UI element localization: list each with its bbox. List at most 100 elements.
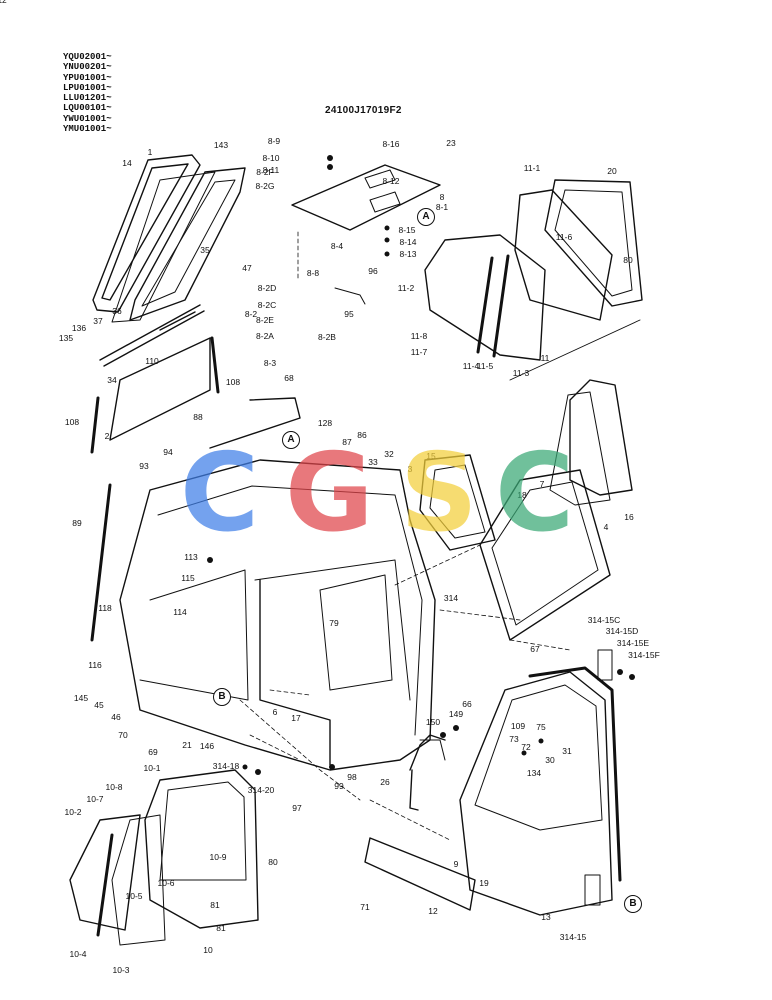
part-callout: 80	[623, 255, 633, 265]
part-callout: 9	[453, 859, 459, 869]
cab-pillar-89	[90, 483, 112, 642]
part-callout: 314-20	[247, 785, 275, 795]
part-callout: 34	[107, 375, 117, 385]
part-callout: 110	[145, 356, 159, 366]
part-callout: 8-8	[306, 268, 320, 278]
part-callout: 314-15F	[628, 650, 660, 660]
door-glass-15	[419, 454, 496, 551]
part-callout: 8-2G	[255, 181, 275, 191]
part-callout: 11-5	[476, 361, 494, 371]
roof-cover-plate-8	[291, 164, 441, 281]
part-callout: 13	[541, 912, 551, 922]
part-callout: 20	[607, 166, 617, 176]
part-callout: 93	[139, 461, 149, 471]
part-callout: 10	[203, 945, 213, 955]
part-callout: 4	[603, 522, 609, 532]
part-callout: 11-6	[555, 232, 573, 242]
weatherstrip-108-right	[210, 336, 220, 394]
applicable-serial-numbers: YQU02001~ YNU00201~ YPU01001~ LPU01001~ …	[63, 52, 112, 134]
part-callout: 1	[147, 147, 153, 157]
part-callout: 128	[317, 418, 333, 428]
sliding-window-glass-11-2	[424, 234, 546, 361]
rear-window-frame-10-7	[111, 814, 166, 946]
part-callout: 33	[368, 457, 378, 467]
part-callout: 67	[530, 644, 540, 654]
part-callout: 35	[200, 245, 210, 255]
handrail-68	[209, 397, 301, 449]
serial-number: YQU02001~	[63, 52, 112, 62]
part-callout: 98	[347, 772, 357, 782]
watermark-letter: G	[285, 431, 374, 556]
part-callout: 10-7	[86, 794, 104, 804]
serial-number: YMU01001~	[63, 124, 112, 135]
part-callout: 71	[360, 902, 370, 912]
part-callout: 8-9	[267, 136, 281, 146]
part-callout: 8-2A	[256, 331, 274, 341]
part-callout: 45	[94, 700, 104, 710]
part-callout: 8-2C	[257, 300, 277, 310]
reference-mark: B	[624, 895, 642, 913]
roof-window-frame-14	[92, 154, 201, 313]
window-rail-11-4	[476, 256, 494, 354]
part-callout: 10-5	[125, 891, 143, 901]
part-callout: 10-8	[105, 782, 123, 792]
window-group-bracket-11	[509, 319, 641, 381]
part-callout: 314-15E	[616, 638, 650, 648]
part-callout: 11-7	[410, 347, 428, 357]
serial-number: LLU01201~	[63, 93, 112, 104]
part-callout: 72	[521, 742, 531, 752]
part-callout: 314-15D	[605, 626, 639, 636]
part-callout: 10-9	[209, 852, 227, 862]
part-callout: 86	[357, 430, 367, 440]
part-callout: 47	[242, 263, 252, 273]
part-callout: 114	[173, 607, 187, 617]
part-callout: 112	[0, 0, 7, 5]
part-callout: 135	[58, 333, 74, 343]
part-callout: 8-11	[262, 165, 280, 175]
part-callout: 37	[93, 316, 103, 326]
part-callout: 11-1	[523, 163, 541, 173]
wiper-assembly-95	[334, 287, 366, 305]
part-callout: 116	[88, 660, 102, 670]
part-callout: 314-15C	[587, 615, 621, 625]
part-callout: 8-2	[244, 309, 258, 319]
part-callout: 97	[292, 803, 302, 813]
cab-frame-314	[119, 459, 436, 771]
part-callout: 3	[407, 464, 413, 474]
part-callout: 6	[272, 707, 278, 717]
part-callout: 8-15	[398, 225, 416, 235]
sliding-window-frame-20	[544, 179, 643, 307]
part-callout: 8-16	[382, 139, 400, 149]
part-callout: 108	[225, 377, 241, 387]
part-callout: 66	[462, 699, 472, 709]
part-callout: 99	[334, 781, 344, 791]
part-callout: 36	[112, 306, 122, 316]
part-callout: 10-4	[69, 949, 87, 959]
part-callout: 115	[181, 573, 195, 583]
part-callout: 8-2D	[257, 283, 277, 293]
part-callout: 8-3	[263, 358, 277, 368]
serial-number: YWU01001~	[63, 113, 112, 124]
part-callout: 80	[268, 857, 278, 867]
part-callout: 8-2E	[256, 315, 274, 325]
serial-number: YPU01001~	[63, 72, 112, 83]
part-callout: 70	[118, 730, 128, 740]
reference-mark: B	[213, 688, 231, 706]
part-callout: 79	[329, 618, 339, 628]
part-callout: 7	[539, 479, 545, 489]
sliding-window-frame-11-1	[514, 189, 613, 321]
part-callout: 314-18	[212, 761, 240, 771]
part-callout: 8-10	[262, 153, 280, 163]
part-callout: 19	[479, 878, 489, 888]
part-callout: 73	[509, 734, 519, 744]
part-callout: 11-8	[410, 331, 428, 341]
part-callout: 8-1	[435, 202, 449, 212]
drawing-code: 24100J17019F2	[325, 105, 402, 116]
weatherstrip-108-left	[90, 396, 100, 454]
front-lower-glass-2	[109, 337, 211, 441]
part-callout: 10-3	[112, 965, 130, 975]
part-callout: 143	[213, 140, 229, 150]
part-callout: 8-2B	[318, 332, 336, 342]
part-callout: 15	[426, 451, 436, 461]
